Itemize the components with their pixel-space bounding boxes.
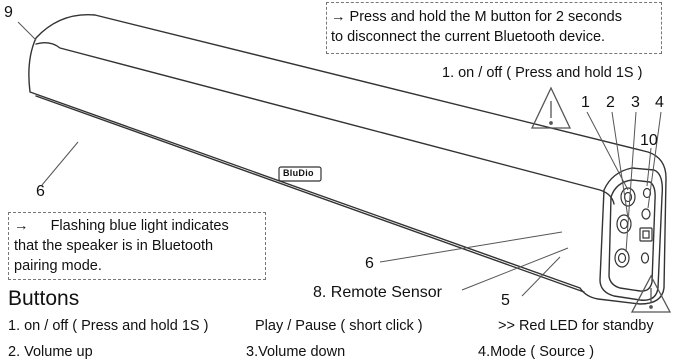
buttons-row1-col3: >> Red LED for standby bbox=[498, 318, 654, 334]
usb-port-icon bbox=[640, 252, 650, 264]
leader-4 bbox=[647, 111, 662, 209]
soundbar-top-edge bbox=[35, 41, 615, 205]
soundbar-bottom-edge bbox=[35, 95, 585, 293]
leader-2 bbox=[611, 111, 629, 219]
buttons-row2-col3: 4.Mode ( Source ) bbox=[478, 344, 595, 360]
warning-triangle-icon bbox=[530, 86, 572, 129]
button-volume-up-icon bbox=[616, 214, 632, 234]
brand-logo: BluDio bbox=[283, 168, 314, 178]
label-10: 10 bbox=[640, 132, 658, 149]
leader-6-mid bbox=[379, 231, 563, 263]
label-9: 9 bbox=[4, 4, 13, 21]
power-note: 1. on / off ( Press and hold 1S ) bbox=[442, 65, 643, 81]
buttons-row1-col1: 1. on / off ( Press and hold 1S ) bbox=[8, 318, 209, 334]
label-2: 2 bbox=[606, 94, 615, 111]
leader-sensor bbox=[461, 247, 569, 291]
label-3: 3 bbox=[631, 94, 640, 111]
end-panel-inner bbox=[608, 179, 656, 292]
label-5: 5 bbox=[501, 292, 510, 309]
arrow-icon: → bbox=[331, 9, 346, 25]
mode-button-icon bbox=[641, 208, 651, 220]
aux-port-icon bbox=[639, 227, 653, 242]
brand-plate bbox=[278, 166, 322, 182]
leader-6-left bbox=[41, 141, 79, 186]
callout-bt-pairing-line3: pairing mode. bbox=[14, 258, 102, 274]
soundbar-body bbox=[28, 13, 667, 305]
buttons-row1-col2: Play / Pause ( short click ) bbox=[255, 318, 423, 334]
label-1: 1 bbox=[581, 94, 590, 111]
buttons-row2-col2: 3.Volume down bbox=[246, 344, 346, 360]
leader-1 bbox=[586, 111, 629, 191]
button-volume-down-icon bbox=[614, 248, 630, 268]
callout-bt-disconnect-line1: Press and hold the M button for 2 second… bbox=[349, 9, 622, 25]
callout-bt-pairing-line2: that the speaker is in Bluetooth bbox=[14, 238, 214, 254]
leader-9 bbox=[17, 21, 37, 41]
leader-10 bbox=[646, 147, 652, 187]
leader-5 bbox=[521, 256, 561, 297]
callout-bt-pairing: → Flashing blue light indicates that the… bbox=[8, 212, 266, 280]
callout-bt-disconnect-line2: to disconnect the current Bluetooth devi… bbox=[331, 29, 606, 45]
buttons-row2-col1: 2. Volume up bbox=[8, 344, 93, 360]
arrow-icon: → bbox=[14, 218, 29, 234]
leader-3 bbox=[625, 111, 637, 253]
warning-triangle-icon bbox=[630, 274, 672, 313]
callout-bt-pairing-line1: Flashing blue light indicates bbox=[50, 218, 229, 234]
label-6-mid: 6 bbox=[365, 255, 374, 272]
label-6-left: 6 bbox=[36, 183, 45, 200]
buttons-title: Buttons bbox=[8, 287, 80, 310]
button-power-icon bbox=[620, 187, 636, 207]
callout-bt-disconnect: → Press and hold the M button for 2 seco… bbox=[326, 2, 662, 54]
label-4: 4 bbox=[655, 94, 664, 111]
label-remote-sensor: 8. Remote Sensor bbox=[313, 284, 442, 301]
